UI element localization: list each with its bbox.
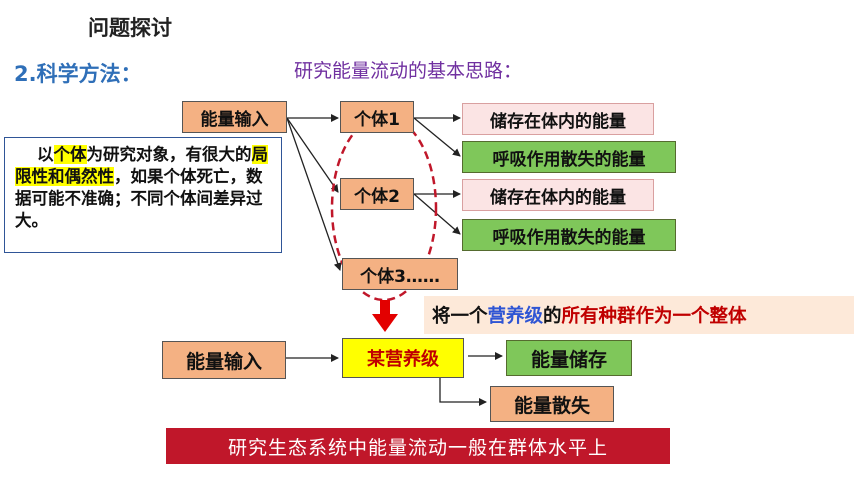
- approach-subtitle: 研究能量流动的基本思路：: [294, 60, 523, 82]
- bottom-energy-input-box: 能量输入: [162, 341, 286, 379]
- note-highlight-individual: 个体: [53, 145, 87, 164]
- energy-loss-box: 能量散失: [490, 386, 614, 422]
- trophic-level-callout: 将一个营养级的所有种群作为一个整体: [424, 296, 854, 334]
- callout-text-2: 的: [543, 306, 562, 327]
- callout-keyword-all-populations: 所有种群作为一个整体: [561, 306, 747, 327]
- store-energy-box-1: 储存在体内的能量: [462, 103, 654, 135]
- individual-1-box: 个体1: [340, 101, 414, 133]
- note-text-3: ，如果个体死亡，数据可能不准确；不同个体间差异过大。: [15, 167, 263, 230]
- callout-text-1: 将一个: [432, 306, 488, 327]
- individual-3-box: 个体3……: [342, 258, 458, 290]
- arrow-ind1-to-respire: [413, 117, 461, 157]
- respiration-loss-box-2: 呼吸作用散失的能量: [462, 219, 676, 251]
- method-heading: 2.科学方法：: [14, 62, 142, 86]
- respiration-loss-box-1: 呼吸作用散失的能量: [462, 141, 676, 173]
- arrow-level-to-loss: [439, 378, 487, 406]
- energy-storage-box: 能量储存: [506, 340, 632, 376]
- individual-2-box: 个体2: [340, 178, 414, 210]
- trophic-level-box: 某营养级: [342, 338, 464, 378]
- note-text-2: 为研究对象，有很大的: [86, 145, 252, 164]
- store-energy-box-2: 储存在体内的能量: [462, 179, 654, 211]
- top-energy-input-box: 能量输入: [182, 101, 287, 133]
- slide-title: 问题探讨: [88, 16, 172, 40]
- arrow-input-to-individual3: [286, 117, 342, 271]
- down-arrow-shaft: [380, 300, 390, 316]
- conclusion-banner: 研究生态系统中能量流动一般在群体水平上: [166, 428, 670, 464]
- down-arrow-head: [372, 314, 398, 332]
- callout-keyword-trophic-level: 营养级: [487, 306, 544, 327]
- arrow-input-to-individual2: [286, 117, 339, 193]
- individual-limitation-note: 以个体为研究对象，有很大的局限性和偶然性，如果个体死亡，数据可能不准确；不同个体…: [4, 137, 282, 253]
- note-text-1: 以: [37, 145, 54, 164]
